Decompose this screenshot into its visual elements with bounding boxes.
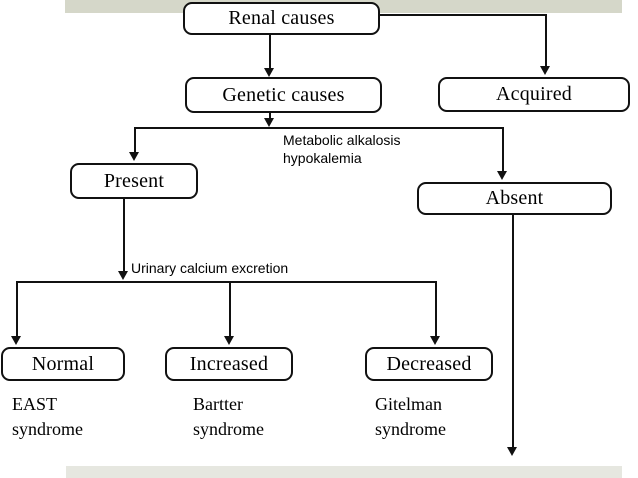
node-genetic-causes: Genetic causes — [185, 77, 382, 113]
node-increased-label: Increased — [189, 352, 269, 375]
connector-branch-absent — [502, 127, 504, 172]
connector-branch-decreased — [435, 281, 437, 337]
connector-renal-acquired-v — [545, 14, 547, 67]
arrowhead-decreased — [430, 336, 440, 345]
arrowhead-present — [129, 152, 139, 161]
node-acquired-label: Acquired — [495, 83, 572, 105]
outcome-east-syndrome: EAST syndrome — [12, 394, 83, 439]
node-decreased-label: Decreased — [386, 352, 472, 375]
arrowhead-genetic — [264, 68, 274, 77]
node-absent: Absent — [417, 182, 612, 215]
node-normal-label: Normal — [31, 352, 95, 375]
arrowhead-branch-junction — [264, 118, 274, 127]
arrowhead-normal — [11, 336, 21, 345]
connector-renal-genetic — [269, 35, 271, 69]
node-absent-label: Absent — [485, 187, 544, 209]
arrowhead-absent-down — [507, 447, 517, 456]
connector-branch-present — [134, 127, 136, 154]
node-present-label: Present — [103, 169, 165, 192]
arrowhead-increased — [224, 336, 234, 345]
arrowhead-urinary-junction — [118, 271, 128, 280]
branch-line-urinary — [16, 281, 437, 283]
node-normal: Normal — [1, 347, 125, 381]
node-acquired: Acquired — [438, 77, 630, 112]
outcome-gitelman-syndrome: Gitelman syndrome — [375, 394, 446, 439]
annotation-urinary-calcium-excretion: Urinary calcium excretion — [131, 260, 289, 276]
outcome-bartter-syndrome: Bartter syndrome — [193, 394, 264, 439]
connector-renal-acquired-h — [380, 14, 547, 16]
node-present: Present — [70, 163, 198, 199]
connector-branch-normal — [16, 281, 18, 337]
node-renal-causes-label: Renal causes — [228, 7, 335, 29]
node-genetic-causes-label: Genetic causes — [222, 83, 345, 106]
arrowhead-absent — [497, 171, 507, 180]
connector-absent-down — [512, 215, 514, 448]
node-renal-causes: Renal causes — [183, 2, 380, 35]
node-increased: Increased — [165, 347, 293, 381]
bottom-accent-band — [66, 466, 622, 478]
connector-genetic-branch — [269, 113, 271, 120]
arrowhead-acquired — [540, 66, 550, 75]
node-decreased: Decreased — [365, 347, 493, 381]
connector-branch-increased — [229, 281, 231, 337]
annotation-metabolic-alkalosis-hypokalemia: Metabolic alkalosis hypokalemia — [283, 132, 401, 166]
connector-present-urinary — [123, 199, 125, 273]
branch-line-alkalosis — [134, 127, 504, 129]
